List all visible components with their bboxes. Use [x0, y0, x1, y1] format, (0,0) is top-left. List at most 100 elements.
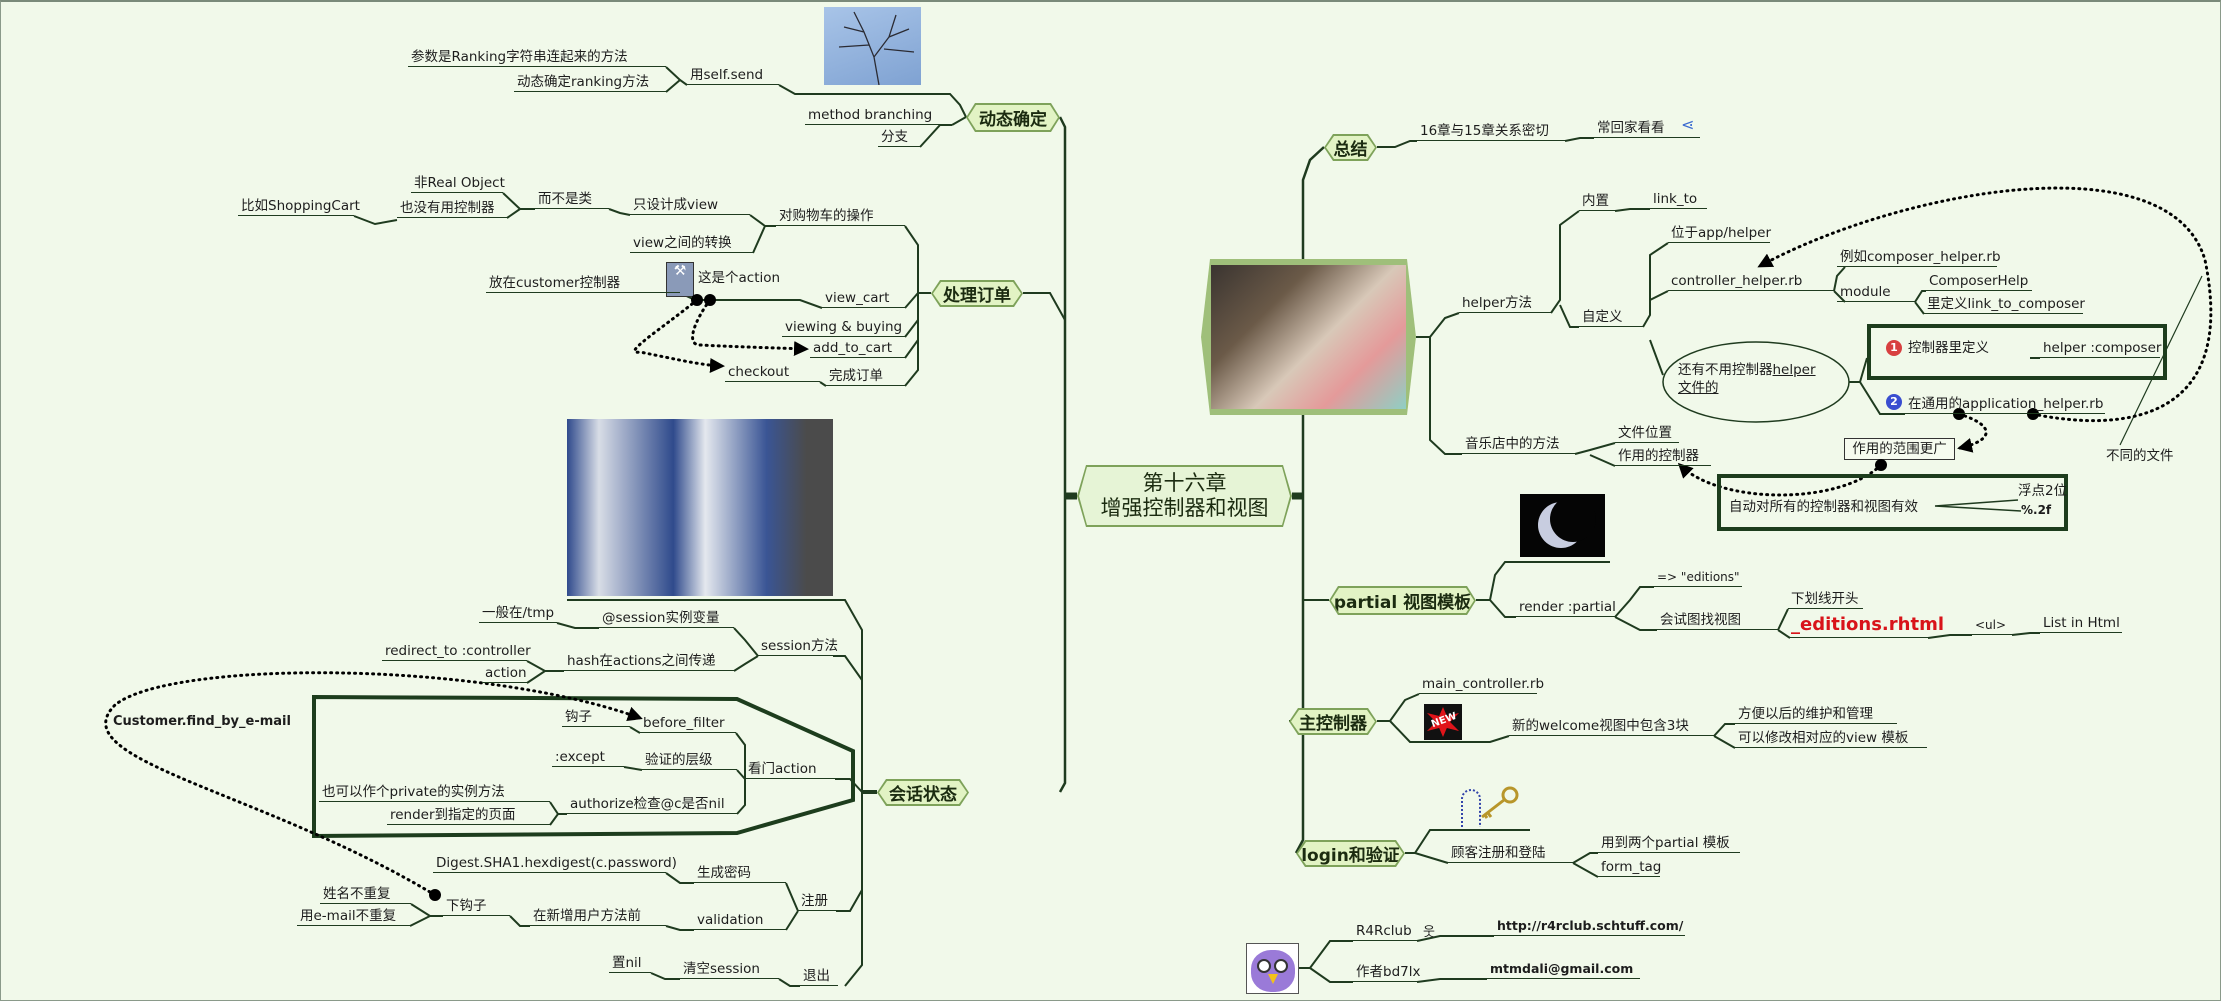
helper-item[interactable]: 例如composer_helper.rb: [1837, 247, 2001, 267]
topic-summary[interactable]: 总结: [1324, 134, 1377, 161]
order-item[interactable]: 只设计成view: [630, 195, 750, 215]
session-item[interactable]: 在新增用户方法前: [530, 906, 666, 926]
dynamic-item[interactable]: 分支: [878, 127, 920, 147]
helper-item[interactable]: 在通用的application_helper.rb: [1905, 394, 2105, 414]
order-item[interactable]: 非Real Object: [411, 173, 505, 193]
dynamic-item[interactable]: 参数是Ranking字符串连起来的方法: [408, 47, 666, 67]
helper-item[interactable]: controller_helper.rb: [1668, 271, 1834, 291]
order-item[interactable]: view之间的转换: [630, 233, 753, 253]
summary-item[interactable]: 常回家看看: [1594, 118, 1700, 138]
ellipse-note-line1[interactable]: 还有不用控制器helper: [1678, 360, 1816, 380]
session-item[interactable]: action: [482, 663, 527, 683]
partial-item[interactable]: List in Html: [2040, 613, 2122, 633]
login-item[interactable]: 用到两个partial 模板: [1598, 833, 1740, 853]
footer-item[interactable]: 作者bd7lx: [1353, 962, 1420, 982]
session-item[interactable]: 用e-mail不重复: [297, 906, 410, 926]
share-icon[interactable]: ⋖: [1681, 115, 1695, 134]
order-item[interactable]: 完成订单: [826, 366, 905, 386]
helper-item[interactable]: 里定义link_to_composer: [1924, 294, 2085, 314]
helper-item[interactable]: helper :composer: [2040, 338, 2161, 358]
helper-item[interactable]: 作用的控制器: [1615, 446, 1711, 466]
helper-item[interactable]: 内置: [1579, 191, 1615, 211]
login-item[interactable]: form_tag: [1598, 857, 1661, 877]
format-note[interactable]: %.2f: [2021, 503, 2052, 517]
session-item[interactable]: 看门action: [745, 759, 835, 779]
session-item[interactable]: 生成密码: [694, 863, 786, 883]
session-item[interactable]: hash在actions之间传递: [564, 651, 734, 671]
topic-order[interactable]: 处理订单: [931, 280, 1023, 307]
helper-item[interactable]: helper方法: [1459, 293, 1551, 313]
session-item[interactable]: before_filter: [640, 713, 736, 733]
session-item[interactable]: authorize检查@c是否nil: [567, 794, 737, 814]
topic-label: login和验证: [1298, 842, 1403, 865]
order-item[interactable]: 而不是类: [535, 189, 609, 209]
session-item[interactable]: 一般在/tmp: [479, 603, 557, 623]
session-item[interactable]: 退出: [800, 966, 838, 986]
partial-item[interactable]: 会试图找视图: [1657, 610, 1778, 630]
topic-session[interactable]: 会话状态: [877, 779, 969, 806]
helper-item[interactable]: 位于app/helper: [1668, 223, 1771, 243]
session-item[interactable]: redirect_to :controller: [382, 641, 531, 661]
session-item[interactable]: Digest.SHA1.hexdigest(c.password): [433, 853, 677, 873]
order-item[interactable]: add_to_cart: [810, 338, 905, 358]
session-item[interactable]: render到指定的页面: [387, 805, 550, 825]
login-item[interactable]: 顾客注册和登陆: [1448, 843, 1573, 863]
topic-login[interactable]: login和验证: [1296, 840, 1405, 867]
ellipse-note-line2[interactable]: 文件的: [1678, 380, 1719, 396]
person-icon: 웃: [1423, 925, 1435, 940]
session-item[interactable]: @session实例变量: [599, 608, 734, 628]
session-item[interactable]: 注册: [798, 891, 836, 911]
session-item[interactable]: session方法: [758, 636, 838, 656]
topic-partial[interactable]: partial 视图模板: [1329, 586, 1476, 615]
central-topic[interactable]: 第十六章增强控制器和视图: [1077, 465, 1292, 527]
partial-item[interactable]: 下划线开头: [1788, 589, 1863, 609]
main-item[interactable]: 方便以后的维护和管理: [1735, 704, 1897, 724]
order-item[interactable]: 比如ShoppingCart: [238, 196, 360, 216]
session-item[interactable]: 验证的层级: [642, 750, 737, 770]
session-item[interactable]: 钩子: [562, 707, 630, 727]
order-item[interactable]: viewing & buying: [782, 317, 905, 337]
order-item[interactable]: 放在customer控制器: [486, 273, 680, 293]
dynamic-item[interactable]: 用self.send: [687, 65, 779, 85]
relation-anchor: [2027, 408, 2039, 420]
main-item[interactable]: main_controller.rb: [1419, 674, 1544, 694]
helper-item[interactable]: 控制器里定义: [1908, 340, 1989, 356]
dynamic-item[interactable]: method branching: [805, 105, 952, 125]
helper-item[interactable]: link_to: [1650, 189, 1707, 209]
session-item[interactable]: 也可以作个private的实例方法: [319, 782, 550, 802]
partial-item[interactable]: <ul>: [1972, 615, 2012, 635]
different-files-note[interactable]: 不同的文件: [2106, 448, 2174, 464]
all-controllers-note[interactable]: 自动对所有的控制器和视图有效: [1729, 499, 1918, 515]
topic-main-controller[interactable]: 主控制器: [1289, 708, 1377, 735]
main-item[interactable]: 新的welcome视图中包含3块: [1509, 716, 1714, 736]
floating-note[interactable]: Customer.find_by_e-mail: [113, 714, 291, 729]
helper-item[interactable]: 自定义: [1579, 307, 1643, 327]
helper-item[interactable]: ComposerHelp: [1926, 271, 2032, 291]
helper-item[interactable]: 文件位置: [1615, 423, 1679, 443]
session-item[interactable]: 下钩子: [443, 896, 510, 916]
partial-item[interactable]: render :partial: [1516, 597, 1616, 617]
order-item[interactable]: checkout: [725, 362, 820, 382]
session-item[interactable]: 姓名不重复: [320, 884, 411, 904]
dynamic-item[interactable]: 动态确定ranking方法: [514, 72, 666, 92]
topic-dynamic[interactable]: 动态确定: [966, 103, 1060, 132]
footer-item[interactable]: R4Rclub: [1353, 921, 1417, 941]
footer-url-link[interactable]: http://r4rclub.schtuff.com/: [1494, 916, 1685, 936]
order-item[interactable]: view_cart: [822, 288, 905, 308]
order-item[interactable]: 对购物车的操作: [776, 206, 905, 226]
highlight-box-controller: [1867, 324, 2167, 380]
main-item[interactable]: 可以修改相对应的view 模板: [1735, 728, 1927, 748]
footer-email-link[interactable]: mtmdali@gmail.com: [1487, 959, 1640, 979]
order-item[interactable]: 也没有用控制器: [397, 198, 507, 218]
session-item[interactable]: :except: [552, 747, 624, 767]
helper-item[interactable]: module: [1837, 282, 1915, 302]
session-item[interactable]: 清空session: [680, 959, 779, 979]
partial-filename[interactable]: _editions.rhtml: [1788, 612, 1944, 638]
summary-item[interactable]: 16章与15章关系密切: [1417, 121, 1565, 141]
partial-item[interactable]: => "editions": [1654, 567, 1742, 587]
helper-item[interactable]: 音乐店中的方法: [1462, 434, 1575, 454]
cat-photo-node[interactable]: [1201, 259, 1416, 415]
session-item[interactable]: 置nil: [609, 953, 651, 973]
session-item[interactable]: validation: [694, 910, 786, 930]
float-note[interactable]: 浮点2位: [2018, 483, 2068, 499]
